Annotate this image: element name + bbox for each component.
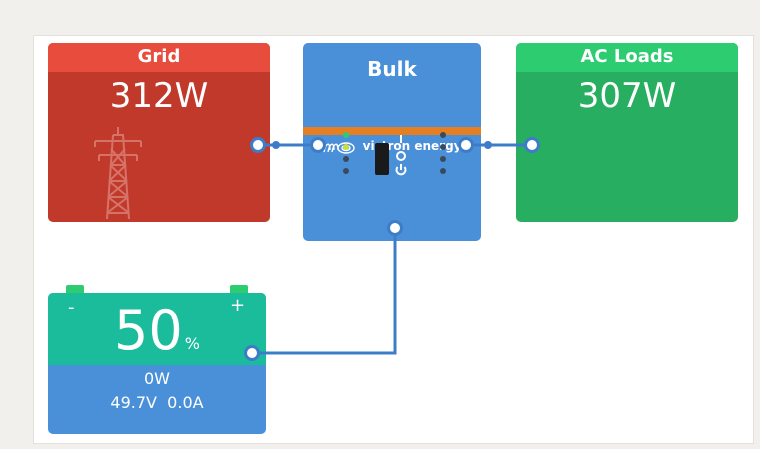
power-pylon-icon — [94, 127, 142, 220]
battery-tile[interactable]: - + 50% 0W 49.7V 0.0A — [48, 293, 266, 434]
battery-soc-area — [48, 293, 266, 365]
power-switch-icon — [375, 143, 389, 175]
battery-soc-value: 50 — [114, 299, 183, 362]
led-temperature — [440, 168, 446, 174]
flow-dot — [484, 141, 492, 149]
ac-loads-tile[interactable]: AC Loads 307W — [516, 43, 738, 222]
grid-power: 312W — [109, 76, 209, 116]
grid-tile[interactable]: Grid 312W — [48, 43, 270, 222]
victron-swirl-icon — [323, 141, 356, 154]
inverter-tile[interactable]: Bulk victron energy — [303, 43, 481, 241]
battery-current: 0.0A — [167, 393, 204, 412]
battery-minus-label: - — [68, 297, 75, 318]
battery-soc-unit: % — [184, 334, 200, 353]
battery-connector — [244, 345, 260, 361]
led-bulk — [343, 144, 349, 150]
battery-voltage-current: 49.7V 0.0A — [48, 393, 266, 413]
inverter-battery-line — [252, 228, 397, 355]
flow-dot — [272, 141, 280, 149]
ac-loads-power: 307W — [577, 76, 677, 116]
led-float — [343, 168, 349, 174]
battery-terminal-positive — [230, 285, 248, 295]
inverter-stripe — [303, 127, 481, 135]
grid-connector — [250, 137, 266, 153]
battery-voltage: 49.7V — [110, 393, 157, 412]
ac-loads-connector — [524, 137, 540, 153]
grid-label: Grid — [48, 43, 270, 72]
battery-terminal-negative — [66, 285, 84, 295]
battery-soc: 50% — [48, 299, 266, 363]
led-mains-on — [343, 132, 349, 138]
inverter-controls — [343, 132, 446, 176]
inverter-dc-connector — [387, 220, 403, 236]
battery-power: 0W — [144, 369, 170, 388]
inverter-ac-in-connector — [310, 137, 326, 153]
led-absorption — [343, 156, 349, 162]
led-low-battery — [440, 156, 446, 162]
inverter-ac-out-connector — [458, 137, 474, 153]
battery-plus-label: + — [230, 295, 246, 316]
inverter-state: Bulk — [367, 57, 417, 81]
led-overload — [440, 144, 446, 150]
led-inverter-on — [440, 132, 446, 138]
ac-loads-label: AC Loads — [516, 43, 738, 72]
